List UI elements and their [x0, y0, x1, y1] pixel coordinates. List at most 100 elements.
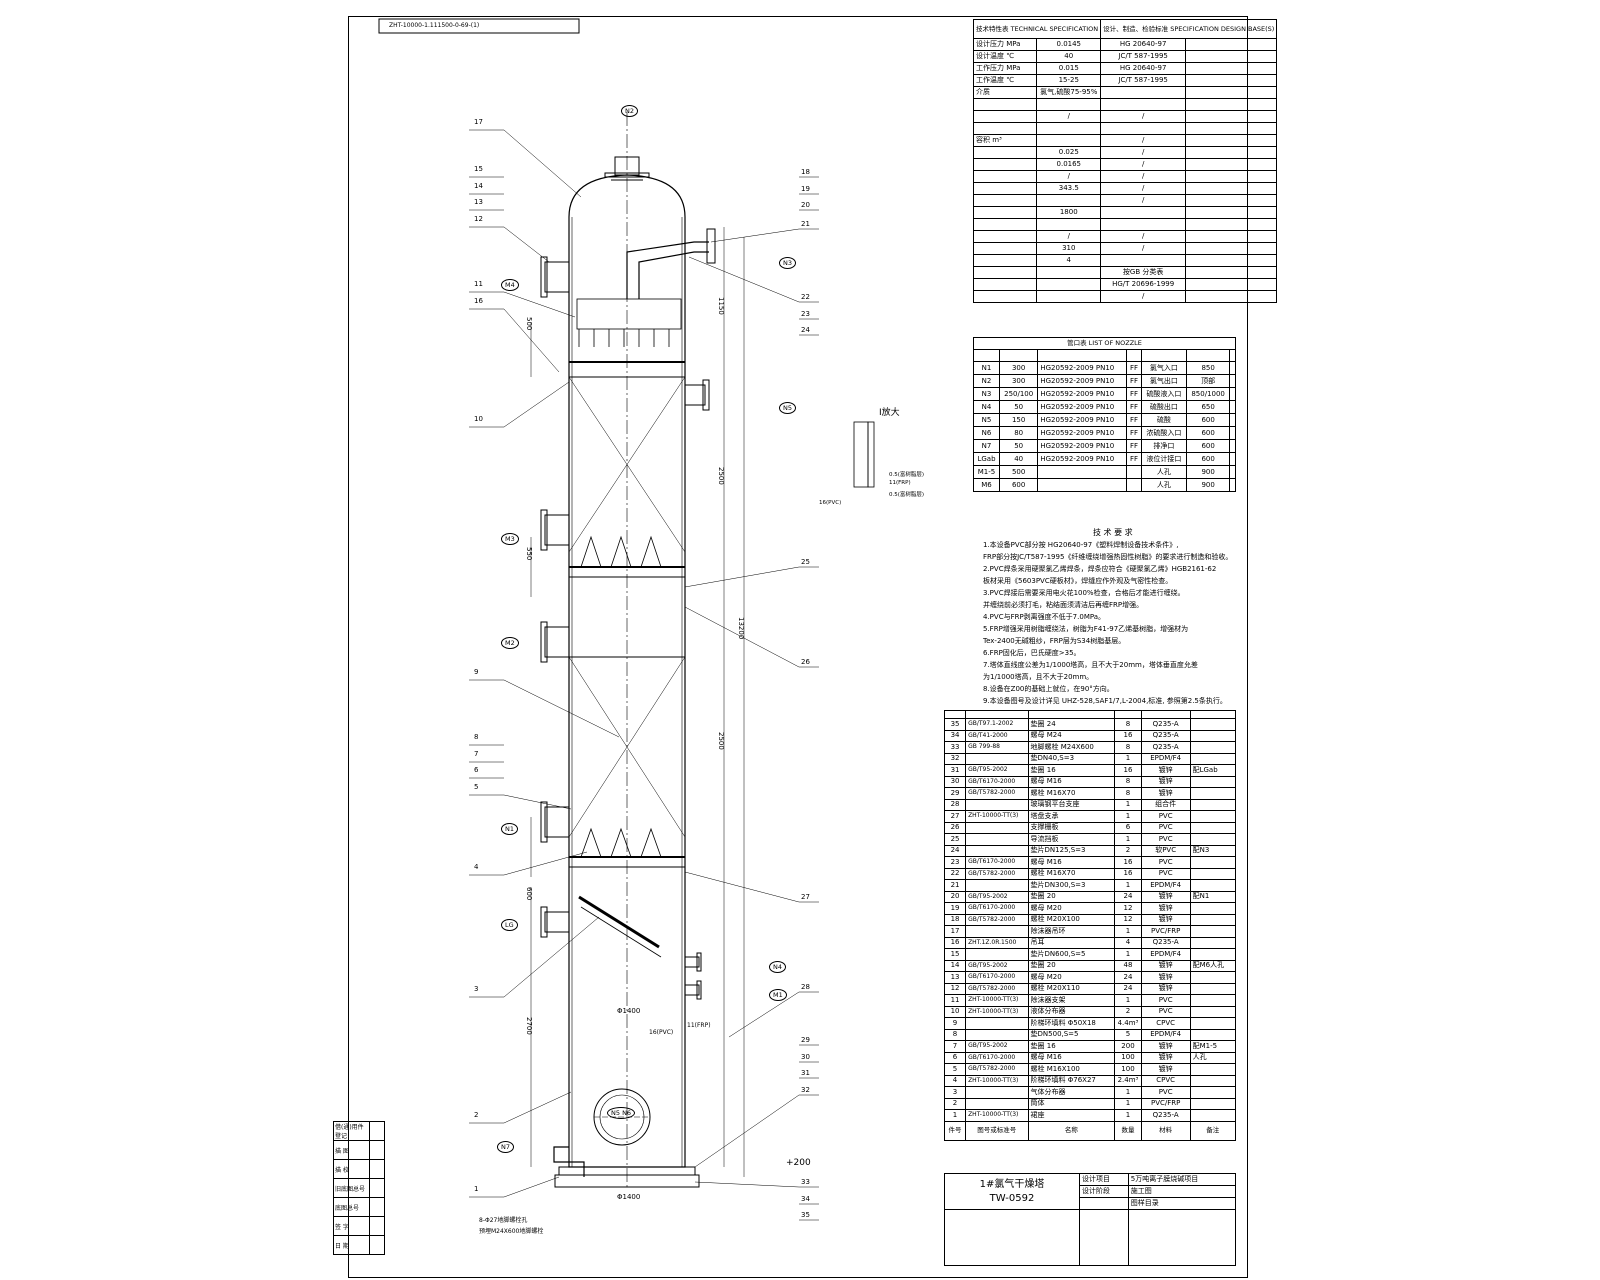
detail-title: I放大	[879, 408, 900, 418]
callout-left-6: 6	[474, 766, 479, 774]
nozzle-title: 管口表 LIST OF NOZZLE	[973, 337, 1236, 350]
part-cell	[965, 752, 1029, 765]
callout-left-15: 15	[474, 165, 483, 173]
part-cell: GB/T41-2000	[965, 729, 1029, 742]
part-cell: 21	[943, 879, 967, 892]
nozzle-cell: 人孔	[1140, 465, 1187, 479]
part-cell: 螺母 M24	[1027, 729, 1116, 742]
callout-left-7: 7	[474, 750, 479, 758]
part-header: 图号或标准号	[965, 1120, 1029, 1141]
part-cell	[1189, 856, 1237, 869]
part-cell: 镀锌	[1140, 787, 1191, 800]
tech-note-line: 3.PVC焊接后需要采用电火花100%检查，合格后才能进行缠绕。	[983, 589, 1185, 597]
spec-cell: /	[1100, 242, 1187, 255]
nozzle-cell: HG20592-2009 PN10	[1037, 426, 1128, 440]
part-cell	[1189, 1017, 1237, 1030]
part-cell: ZHT-10000-TT(3)	[965, 994, 1029, 1007]
side-signature-box: 借(通)用件登记描 图描 校旧底图总号底图总号签 字日 期	[333, 1121, 385, 1255]
part-cell: 14	[943, 959, 967, 972]
part-cell: 除沫器支架	[1027, 994, 1116, 1007]
part-cell	[965, 798, 1029, 811]
part-cell: 螺栓 M16X100	[1027, 1063, 1116, 1076]
part-cell	[1189, 867, 1237, 880]
part-cell: 8	[1114, 787, 1142, 800]
part-cell: 除沫器吊环	[1027, 925, 1116, 938]
spec-cell: 0.0145	[1036, 38, 1102, 51]
callout-right-35: 35	[801, 1211, 810, 1219]
side-label: 描 图	[333, 1140, 370, 1160]
part-cell: 吊耳	[1027, 936, 1116, 949]
nozzle-cell	[1037, 478, 1128, 492]
part-cell: 24	[1114, 971, 1142, 984]
part-cell: 28	[943, 798, 967, 811]
callout-right-30: 30	[801, 1053, 810, 1061]
nozzle-cell: 氯气入口	[1140, 361, 1187, 375]
part-cell: 镀锌	[1140, 913, 1191, 926]
spec-cell: /	[1100, 146, 1187, 159]
part-cell: 1	[1114, 752, 1142, 765]
nozzle-cell: 氯气出口	[1140, 374, 1187, 388]
part-cell: 镀锌	[1140, 959, 1191, 972]
spec-cell: JC/T 587-1995	[1100, 74, 1187, 87]
spec-cell: 0.015	[1036, 62, 1102, 75]
part-cell: 1	[1114, 1097, 1142, 1110]
callout-right-24: 24	[801, 326, 810, 334]
part-cell: 4	[1114, 936, 1142, 949]
spec-cell: 0.0165	[1036, 158, 1102, 171]
part-cell: ZHT-10000-TT(3)	[965, 1074, 1029, 1087]
part-cell: 8	[1114, 741, 1142, 754]
rotated-code: ZHT-10000-1.111500-0-69-(1)	[389, 22, 480, 29]
part-cell: 26	[943, 821, 967, 834]
tech-note-line: 2.PVC焊条采用硬聚氯乙烯焊条，焊条应符合《硬聚氯乙烯》HGB2161-62	[983, 565, 1217, 573]
part-cell: 地脚螺栓 M24X600	[1027, 741, 1116, 754]
nozzle-cell: 600	[1185, 452, 1231, 466]
tech-note-line: 6.FRP固化后，巴氏硬度>35。	[983, 649, 1081, 657]
part-cell: 2.4m³	[1114, 1074, 1142, 1087]
spec-cell: 按GB 分类表	[1100, 266, 1187, 279]
part-cell: 6	[943, 1051, 967, 1064]
callout-left-10: 10	[474, 415, 483, 423]
part-cell	[1189, 879, 1237, 892]
part-cell	[1189, 994, 1237, 1007]
part-cell: Q235-A	[1140, 718, 1191, 731]
nozzle-mark: N5 N6	[607, 1107, 636, 1119]
nozzle-cell: 顶部	[1185, 374, 1231, 388]
detail-label-4: 16(PVC)	[819, 500, 842, 506]
part-cell: 玻璃钢平台支座	[1027, 798, 1116, 811]
tower-drawing	[378, 18, 875, 1221]
nozzle-cell: FF	[1126, 374, 1142, 388]
nozzle-cell: 300	[998, 361, 1039, 375]
part-cell: EPDM/F4	[1140, 1028, 1191, 1041]
part-header: 件号	[943, 1120, 967, 1141]
nozzle-cell: 硫酸出口	[1140, 400, 1187, 414]
spec-cell: 15-25	[1036, 74, 1102, 87]
callout-left-12: 12	[474, 215, 483, 223]
part-cell: 18	[943, 913, 967, 926]
part-cell: 1	[1114, 879, 1142, 892]
nozzle-cell: 500	[998, 465, 1039, 479]
spec-cell: /	[1036, 110, 1102, 123]
foot-note-2: 预埋M24X600地脚螺栓	[479, 1228, 544, 1235]
part-cell: GB/T97.1-2002	[965, 718, 1029, 731]
callout-right-26: 26	[801, 658, 810, 666]
part-cell: Q235-A	[1140, 741, 1191, 754]
part-cell	[1189, 1005, 1237, 1018]
spec-cell: /	[1100, 134, 1187, 147]
part-cell: 筒体	[1027, 1097, 1116, 1110]
nozzle-cell: M6	[973, 478, 1000, 492]
part-cell: 1	[1114, 810, 1142, 823]
part-cell: GB/T5782-2000	[965, 1063, 1029, 1076]
side-label: 底图总号	[333, 1197, 370, 1217]
dim-h6: 600	[525, 887, 533, 901]
nozzle-cell: 650	[1185, 400, 1231, 414]
